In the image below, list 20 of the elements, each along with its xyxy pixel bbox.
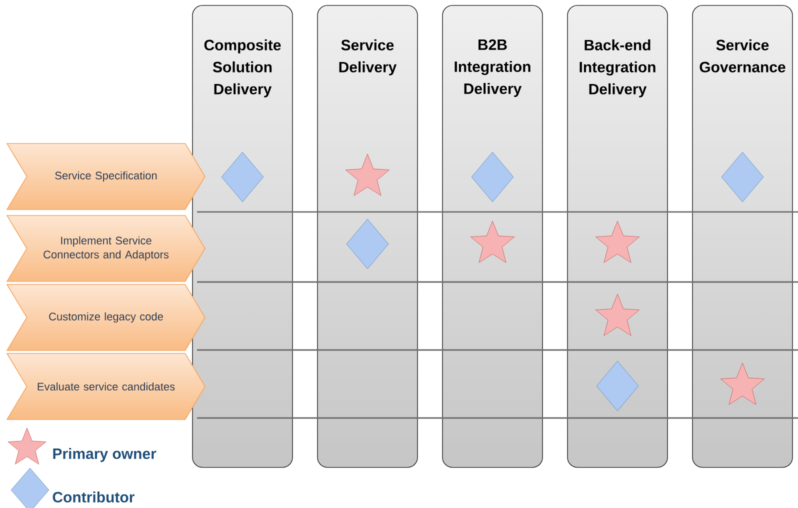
process-step: Implement Service Connectors and Adaptors [6,215,206,282]
diamond-marker [596,360,639,412]
star-marker [595,294,640,336]
column-band: Back-end Integration Delivery [567,5,668,468]
diamond-marker [721,152,764,202]
column-band: Service Governance [692,5,793,468]
star-marker [470,220,515,263]
column-band: B2B Integration Delivery [442,5,543,468]
process-step: Customize legacy code [6,284,206,351]
star-marker [345,154,390,196]
diamond-marker [471,152,514,202]
column-band: Service Delivery [317,5,418,468]
legend-label: Primary owner [53,448,156,462]
process-step: Service Specification [6,143,206,210]
legend-label: Contributor [52,491,134,502]
star-marker [720,362,765,405]
process-step: Evaluate service candidates [6,353,206,420]
diamond-marker [346,218,389,270]
diamond-marker [221,152,264,202]
star-marker [595,220,640,263]
